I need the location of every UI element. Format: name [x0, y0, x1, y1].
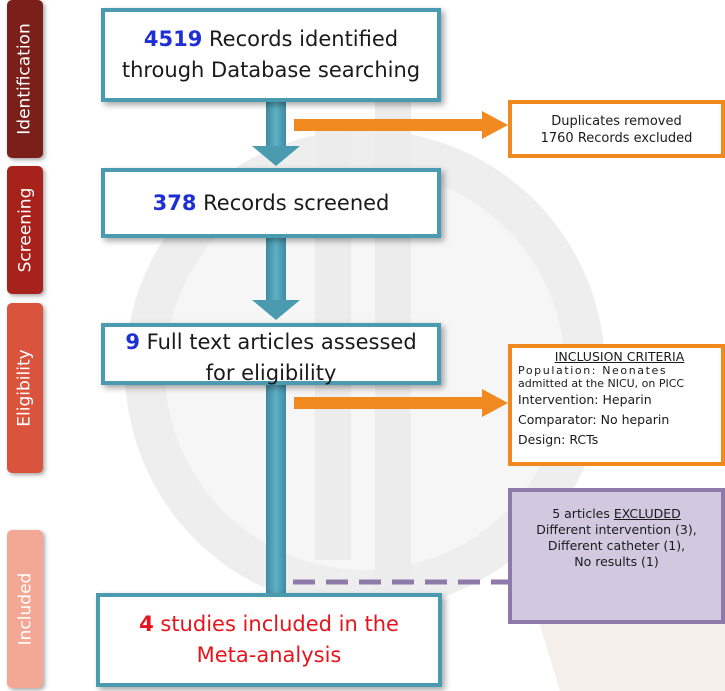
- included-text-2: Meta-analysis: [196, 643, 342, 667]
- duplicates-line-1: Duplicates removed: [551, 114, 682, 129]
- fulltext-assessed-box: 9 Full text articles assessed for eligib…: [101, 323, 441, 385]
- inclusion-criteria-box: INCLUSION CRITERIA Population: Neonates …: [508, 344, 725, 466]
- down-arrow-2: [252, 235, 300, 320]
- excluded-count-text: 5 articles: [552, 506, 610, 521]
- phase-identification: Identification: [7, 0, 43, 158]
- fulltext-count: 9: [125, 330, 140, 354]
- excluded-word: EXCLUDED: [613, 506, 681, 521]
- phase-label: Identification: [15, 23, 35, 135]
- duplicates-removed-box: Duplicates removed 1760 Records excluded: [508, 100, 725, 158]
- criteria-intervention: Intervention: Heparin: [518, 392, 652, 407]
- fulltext-text: Full text articles assessed: [146, 330, 417, 354]
- phase-screening: Screening: [7, 166, 43, 294]
- fulltext-text-2: for eligibility: [205, 361, 337, 385]
- criteria-comparator: Comparator: No heparin: [518, 412, 670, 427]
- identified-text: Records identified: [209, 27, 399, 51]
- orange-arrow-duplicates: [294, 111, 508, 139]
- studies-included-box: 4 studies included in the Meta-analysis: [96, 593, 442, 687]
- screened-count: 378: [152, 191, 197, 215]
- orange-arrow-criteria: [294, 389, 508, 417]
- phase-label: Screening: [15, 187, 36, 273]
- identified-text-2: through Database searching: [121, 58, 421, 82]
- excluded-reason-2: Different catheter (1),: [547, 538, 686, 553]
- criteria-population-2: admitted at the NICU, on PICC: [518, 377, 685, 390]
- excluded-reason-3: No results (1): [574, 554, 659, 569]
- down-arrow-1: [252, 100, 300, 166]
- articles-excluded-box: 5 articles EXCLUDED Different interventi…: [508, 488, 725, 624]
- screened-text: Records screened: [203, 191, 390, 215]
- identified-count: 4519: [143, 27, 203, 51]
- phase-label: Included: [15, 572, 35, 646]
- records-screened-box: 378 Records screened: [101, 168, 441, 238]
- phase-label: Eligibility: [15, 349, 36, 427]
- excluded-reason-1: Different intervention (3),: [536, 522, 697, 537]
- phase-eligibility: Eligibility: [7, 303, 43, 473]
- included-count: 4: [139, 612, 154, 636]
- criteria-design: Design: RCTs: [518, 432, 599, 447]
- included-text: studies included in the: [160, 612, 399, 636]
- records-identified-box: 4519 Records identified through Database…: [101, 8, 441, 102]
- criteria-title: INCLUSION CRITERIA: [554, 349, 685, 364]
- phase-included: Included: [7, 530, 43, 688]
- criteria-population: Population: Neonates: [518, 364, 668, 377]
- duplicates-line-2: 1760 Records excluded: [540, 131, 693, 146]
